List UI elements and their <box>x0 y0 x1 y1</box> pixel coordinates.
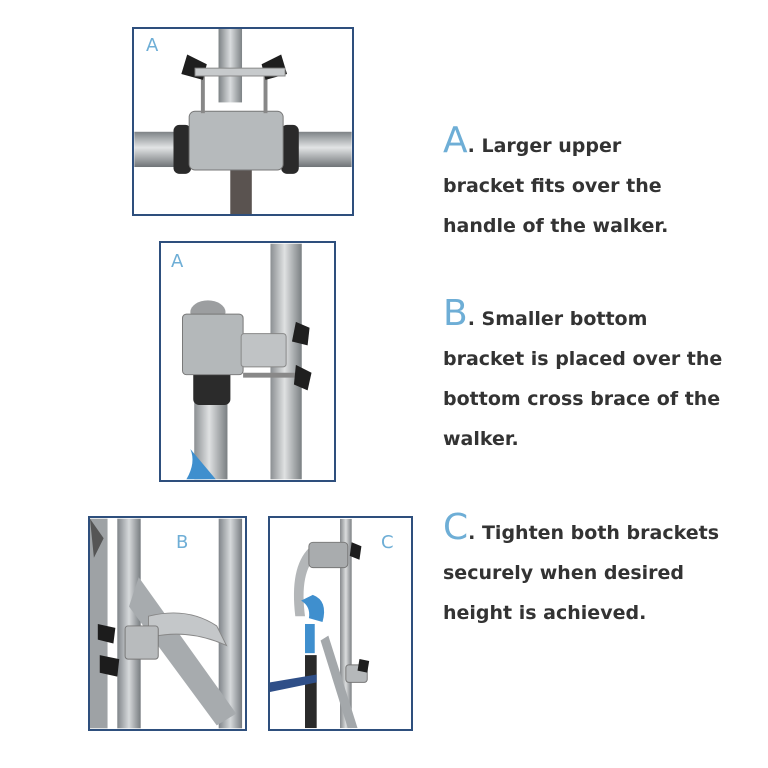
photo-upper-bracket-side: A <box>159 241 336 482</box>
caption-c-line-1: C. Tighten both brackets <box>443 510 753 553</box>
caption-step-c: C. Tighten both brackets securely when d… <box>443 510 753 633</box>
caption-a-text-3: handle of the walker. <box>443 215 669 237</box>
caption-c-text-2: securely when desired <box>443 562 685 584</box>
caption-b-letter: B <box>443 293 468 334</box>
photo-label-a-side: A <box>171 251 184 272</box>
caption-c-text-3: height is achieved. <box>443 602 647 624</box>
photo-label-c: C <box>381 532 394 553</box>
caption-b-text-4: walker. <box>443 428 519 450</box>
caption-a-line-1: A. Larger upper <box>443 123 753 166</box>
caption-c-letter: C <box>443 507 469 548</box>
caption-b-text-3: bottom cross brace of the <box>443 388 721 410</box>
caption-b-text-1: . Smaller bottom <box>467 308 648 330</box>
caption-a-letter: A <box>443 120 468 161</box>
upper-bracket-illustration <box>134 29 352 214</box>
caption-b-line-1: B. Smaller bottom <box>443 296 753 339</box>
caption-c-text-1: . Tighten both brackets <box>468 522 720 544</box>
caption-a-text-2: bracket fits over the <box>443 175 662 197</box>
photo-label-b: B <box>176 532 189 553</box>
caption-b-text-2: bracket is placed over the <box>443 348 723 370</box>
tightened-brackets-illustration <box>270 518 370 729</box>
photo-lower-bracket: B <box>88 516 247 731</box>
photo-upper-bracket-top: A <box>132 27 354 216</box>
upper-bracket-side-illustration <box>182 243 312 480</box>
caption-step-b: B. Smaller bottom bracket is placed over… <box>443 296 753 459</box>
photo-label-a: A <box>146 35 159 56</box>
caption-a-text-1: . Larger upper <box>467 135 622 157</box>
caption-step-a: A. Larger upper bracket fits over the ha… <box>443 123 753 246</box>
lower-bracket-illustration <box>90 518 243 729</box>
photo-brackets-tightened: C <box>268 516 413 731</box>
